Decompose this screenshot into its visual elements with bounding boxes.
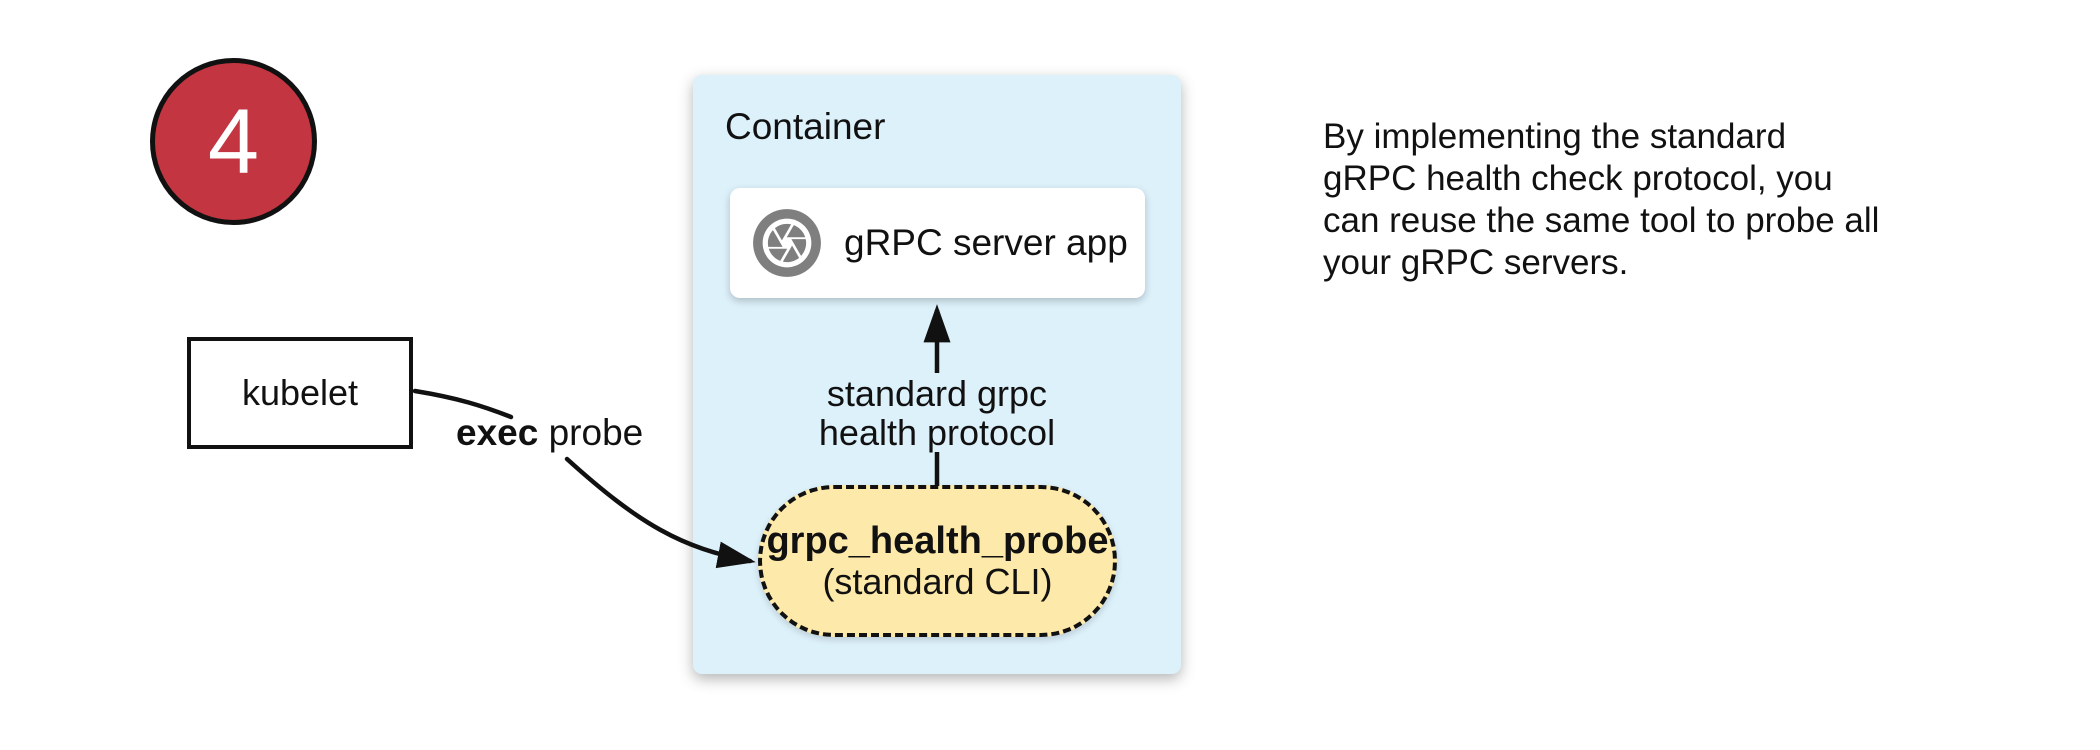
grpc-health-probe-node: grpc_health_probe (standard CLI)	[758, 485, 1117, 637]
kubelet-node: kubelet	[187, 337, 413, 449]
step-number: 4	[207, 90, 260, 193]
grpc-health-probe-title: grpc_health_probe	[766, 520, 1109, 562]
step-number-badge: 4	[150, 58, 317, 225]
aperture-icon	[750, 206, 824, 280]
side-note-text: By implementing the standard gRPC health…	[1323, 117, 1880, 282]
container-title: Container	[725, 106, 886, 147]
exec-label: exec	[456, 412, 539, 453]
grpc-server-app-node: gRPC server app	[730, 188, 1145, 298]
health-protocol-arrow-label: standard grpc health protocol	[818, 373, 1056, 453]
exec-probe-arrow-label: exec probe	[456, 412, 643, 454]
probe-label: probe	[538, 412, 644, 453]
grpc-server-app-label: gRPC server app	[844, 222, 1128, 263]
grpc-health-probe-subtitle: (standard CLI)	[822, 561, 1053, 602]
kubelet-label: kubelet	[241, 372, 359, 413]
